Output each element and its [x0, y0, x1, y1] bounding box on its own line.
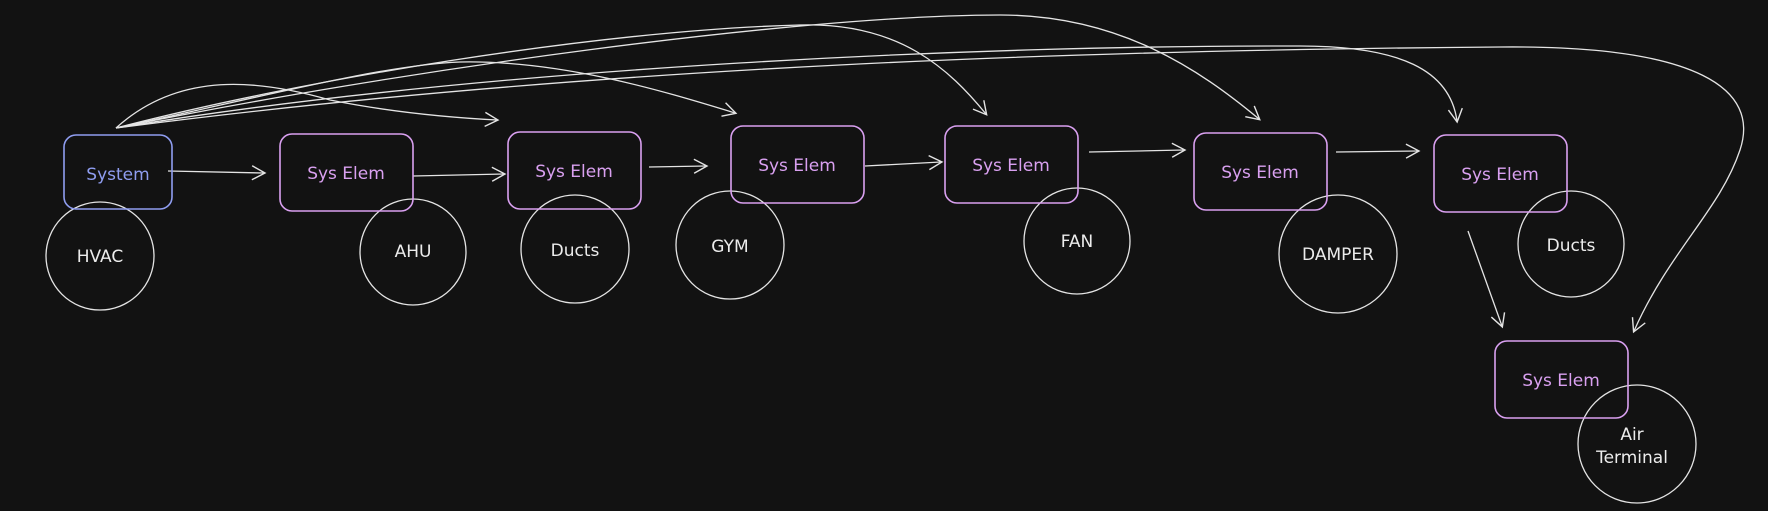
tag-label-ducts2: Ducts [1547, 236, 1596, 256]
node-system [63, 134, 173, 210]
arrow-ducts2-to-airterminal [1467, 230, 1506, 329]
node-labels: System Sys Elem Sys Elem Sys Elem Sys El… [86, 156, 1600, 391]
node-label-system: System [86, 165, 149, 185]
tag-label-damper: DAMPER [1302, 245, 1374, 265]
node-ducts2 [1433, 134, 1568, 213]
node-label-damper: Sys Elem [1221, 163, 1299, 183]
arrow-gym-to-fan [864, 155, 944, 171]
node-ducts [507, 131, 642, 210]
tag-circle-gym [675, 190, 785, 300]
arrow-ducts-to-gym [648, 158, 709, 174]
arrow-system-to-gym [115, 61, 738, 129]
node-label-ducts: Sys Elem [535, 162, 613, 182]
node-fan [944, 125, 1079, 204]
tag-label-terminal: Terminal [1595, 448, 1668, 468]
tag-label-air: Air [1620, 425, 1643, 445]
tag-circle-fan [1023, 187, 1131, 295]
node-air-terminal [1494, 340, 1629, 419]
tag-circle-damper [1278, 194, 1398, 314]
node-label-air-terminal: Sys Elem [1522, 371, 1600, 391]
node-gym [730, 125, 865, 204]
node-ahu [279, 133, 414, 212]
tag-label-hvac: HVAC [77, 247, 124, 267]
tag-circle-ducts2 [1517, 190, 1625, 298]
arrow-ahu-to-ducts [412, 166, 507, 182]
node-damper [1193, 132, 1328, 211]
node-label-ahu: Sys Elem [307, 164, 385, 184]
arrow-system-to-fan [115, 24, 988, 129]
tag-circle-hvac [45, 201, 155, 311]
node-label-ducts2: Sys Elem [1461, 165, 1539, 185]
tag-circle-ducts [520, 194, 630, 304]
arrow-damper-to-ducts2 [1335, 143, 1421, 159]
tag-label-fan: FAN [1061, 232, 1094, 252]
tag-circles [45, 187, 1697, 504]
tag-label-gym: GYM [711, 237, 748, 257]
arrow-system-to-damper [115, 14, 1261, 129]
arrow-system-to-ahu [167, 165, 267, 181]
tag-label-ducts: Ducts [551, 241, 600, 261]
arrow-system-to-airterminal [115, 46, 1745, 334]
arrow-system-to-ducts2 [115, 45, 1463, 129]
connectors [115, 14, 1745, 334]
node-label-gym: Sys Elem [758, 156, 836, 176]
tag-circle-air-terminal [1577, 384, 1697, 504]
arrow-fan-to-damper [1088, 142, 1187, 158]
nodes [63, 125, 1629, 419]
tag-labels: HVAC AHU Ducts GYM FAN DAMPER Ducts Air … [77, 232, 1668, 468]
arrow-system-to-ducts [115, 83, 500, 129]
tag-label-ahu: AHU [395, 242, 432, 262]
node-label-fan: Sys Elem [972, 156, 1050, 176]
